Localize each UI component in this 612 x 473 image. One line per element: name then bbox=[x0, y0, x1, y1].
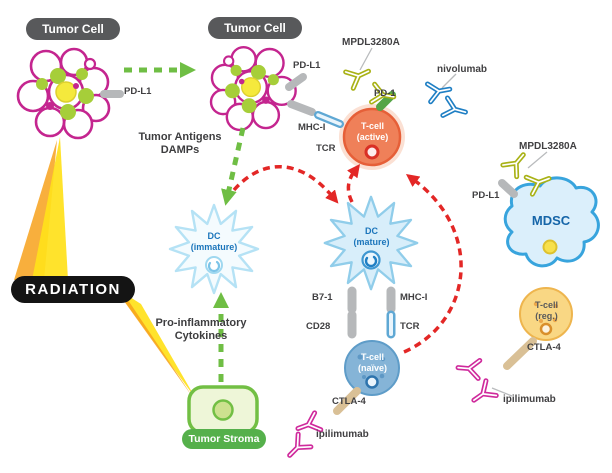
nivolumab-label: nivolumab bbox=[437, 64, 488, 75]
t-cell-active-label: T-cell (active) bbox=[344, 121, 401, 142]
ctla-4-capsule-naive bbox=[333, 387, 361, 415]
tumor-stroma-label: Tumor Stroma bbox=[182, 429, 266, 449]
dc-mature-cell bbox=[323, 195, 419, 291]
ipilimumab-right-leader bbox=[491, 387, 513, 397]
pd-l1-label-mdsc: PD-L1 bbox=[472, 190, 500, 201]
radiation-label: RADIATION bbox=[11, 276, 135, 303]
mpdl3280a-label-right: MPDL3280A bbox=[519, 141, 577, 152]
radiation-beam-down bbox=[114, 287, 196, 399]
mhc-i-capsule-top bbox=[287, 100, 316, 116]
ctla-4-label-reg: CTLA-4 bbox=[527, 342, 561, 353]
mpdl3280a-antibody-top-1 bbox=[346, 63, 373, 88]
t-cell-reg-nucleus bbox=[539, 322, 553, 336]
cytokines-line1: Pro-inflammatory bbox=[155, 317, 247, 329]
tumor-antigens-line2: DAMPs bbox=[160, 143, 200, 156]
pd-l1-label-top: PD-L1 bbox=[293, 60, 321, 71]
t-cell-reg-line2: (reg.) bbox=[535, 310, 558, 321]
dc-immature-nucleus-swirl bbox=[207, 260, 221, 273]
t-cell-reg-line1: T-cell bbox=[534, 300, 558, 310]
mpdl3280a-label-top: MPDL3280A bbox=[342, 37, 400, 48]
ipilimumab-label-naive: ipilimumab bbox=[316, 429, 369, 440]
pd-l1-capsule-mdsc bbox=[498, 179, 518, 198]
arrow-dc-maturation bbox=[232, 165, 339, 204]
t-cell-reg-label: T-cell (reg.) bbox=[519, 300, 574, 321]
cytokines-line2: Cytokines bbox=[174, 329, 228, 342]
mpdl3280a-right-leader bbox=[527, 151, 548, 169]
t-cell-reg-cell bbox=[519, 287, 573, 341]
mdsc-label: MDSC bbox=[531, 213, 571, 228]
tumor-antigens-annotation: Tumor Antigens DAMPs bbox=[130, 131, 230, 157]
tumor-cell-cluster-right bbox=[209, 45, 297, 132]
radiation-beam-up bbox=[14, 137, 68, 280]
ctla-4-label-naive: CTLA-4 bbox=[332, 396, 366, 407]
pd-l1-capsule-top bbox=[285, 73, 307, 91]
nivolumab-leader bbox=[441, 73, 457, 89]
t-cell-active-cell bbox=[339, 104, 405, 170]
mdsc-nucleus bbox=[542, 239, 558, 255]
dc-mature-nucleus-swirl bbox=[364, 255, 378, 268]
tumor-cell-cluster-left bbox=[16, 47, 111, 140]
mpdl3280a-top-leader bbox=[359, 47, 373, 71]
pd-1-label: PD-1 bbox=[374, 88, 396, 99]
arrow-t-cell-activation-right bbox=[403, 174, 463, 354]
dc-immature-line1: DC bbox=[207, 231, 221, 241]
dc-mature-line2: (mature) bbox=[353, 236, 390, 247]
dc-immature-label: DC (immature) bbox=[186, 231, 242, 252]
dc-immature-cell bbox=[168, 203, 260, 295]
t-cell-active-nucleus bbox=[364, 144, 380, 160]
pd-l1-label-left: PD-L1 bbox=[124, 86, 152, 97]
dc-mature-label: DC (mature) bbox=[344, 226, 399, 247]
t-cell-naive-cell bbox=[344, 340, 400, 396]
t-cell-naive-line2: (naïve) bbox=[357, 362, 387, 373]
arrow-tumor-antigens bbox=[221, 127, 246, 206]
b7-1-label: B7-1 bbox=[312, 292, 333, 303]
ipilimumab-label-reg: ipilimumab bbox=[503, 394, 556, 405]
tcr-label-bottom: TCR bbox=[400, 321, 420, 332]
ipilimumab-antibody-right-2 bbox=[469, 381, 497, 408]
tumor-cell-label-right: Tumor Cell bbox=[208, 17, 302, 39]
dc-mature-line1: DC bbox=[365, 226, 378, 236]
tumor-cell-label-left: Tumor Cell bbox=[26, 18, 120, 40]
t-cell-active-line2: (active) bbox=[356, 131, 389, 142]
t-cell-naive-nucleus bbox=[365, 375, 379, 389]
tumor-stroma-cell bbox=[187, 385, 259, 435]
cytokines-annotation: Pro-inflammatory Cytokines bbox=[146, 317, 256, 343]
dc-immature-line2: (immature) bbox=[190, 241, 238, 252]
nivolumab-antibody-2 bbox=[443, 98, 468, 121]
arrow-t-cell-activation-left bbox=[346, 163, 360, 203]
cd28-label: CD28 bbox=[306, 321, 331, 332]
mhc-i-label-bottom: MHC-I bbox=[400, 292, 428, 303]
ipilimumab-antibody-left-2 bbox=[283, 434, 311, 462]
t-cell-naive-label: T-cell (naïve) bbox=[345, 352, 400, 373]
tcr-capsule-top-inner bbox=[316, 113, 342, 126]
t-cell-active-line1: T-cell bbox=[360, 121, 384, 131]
mhc-i-label-top: MHC-I bbox=[298, 122, 326, 133]
t-cell-naive-line1: T-cell bbox=[360, 352, 384, 362]
tumor-antigens-line1: Tumor Antigens bbox=[138, 131, 222, 143]
tcr-label-top: TCR bbox=[316, 143, 336, 154]
mpdl3280a-antibody-right-1 bbox=[503, 149, 530, 177]
ipilimumab-antibody-right-1 bbox=[457, 359, 479, 379]
ctla-4-capsule-reg bbox=[503, 337, 537, 370]
